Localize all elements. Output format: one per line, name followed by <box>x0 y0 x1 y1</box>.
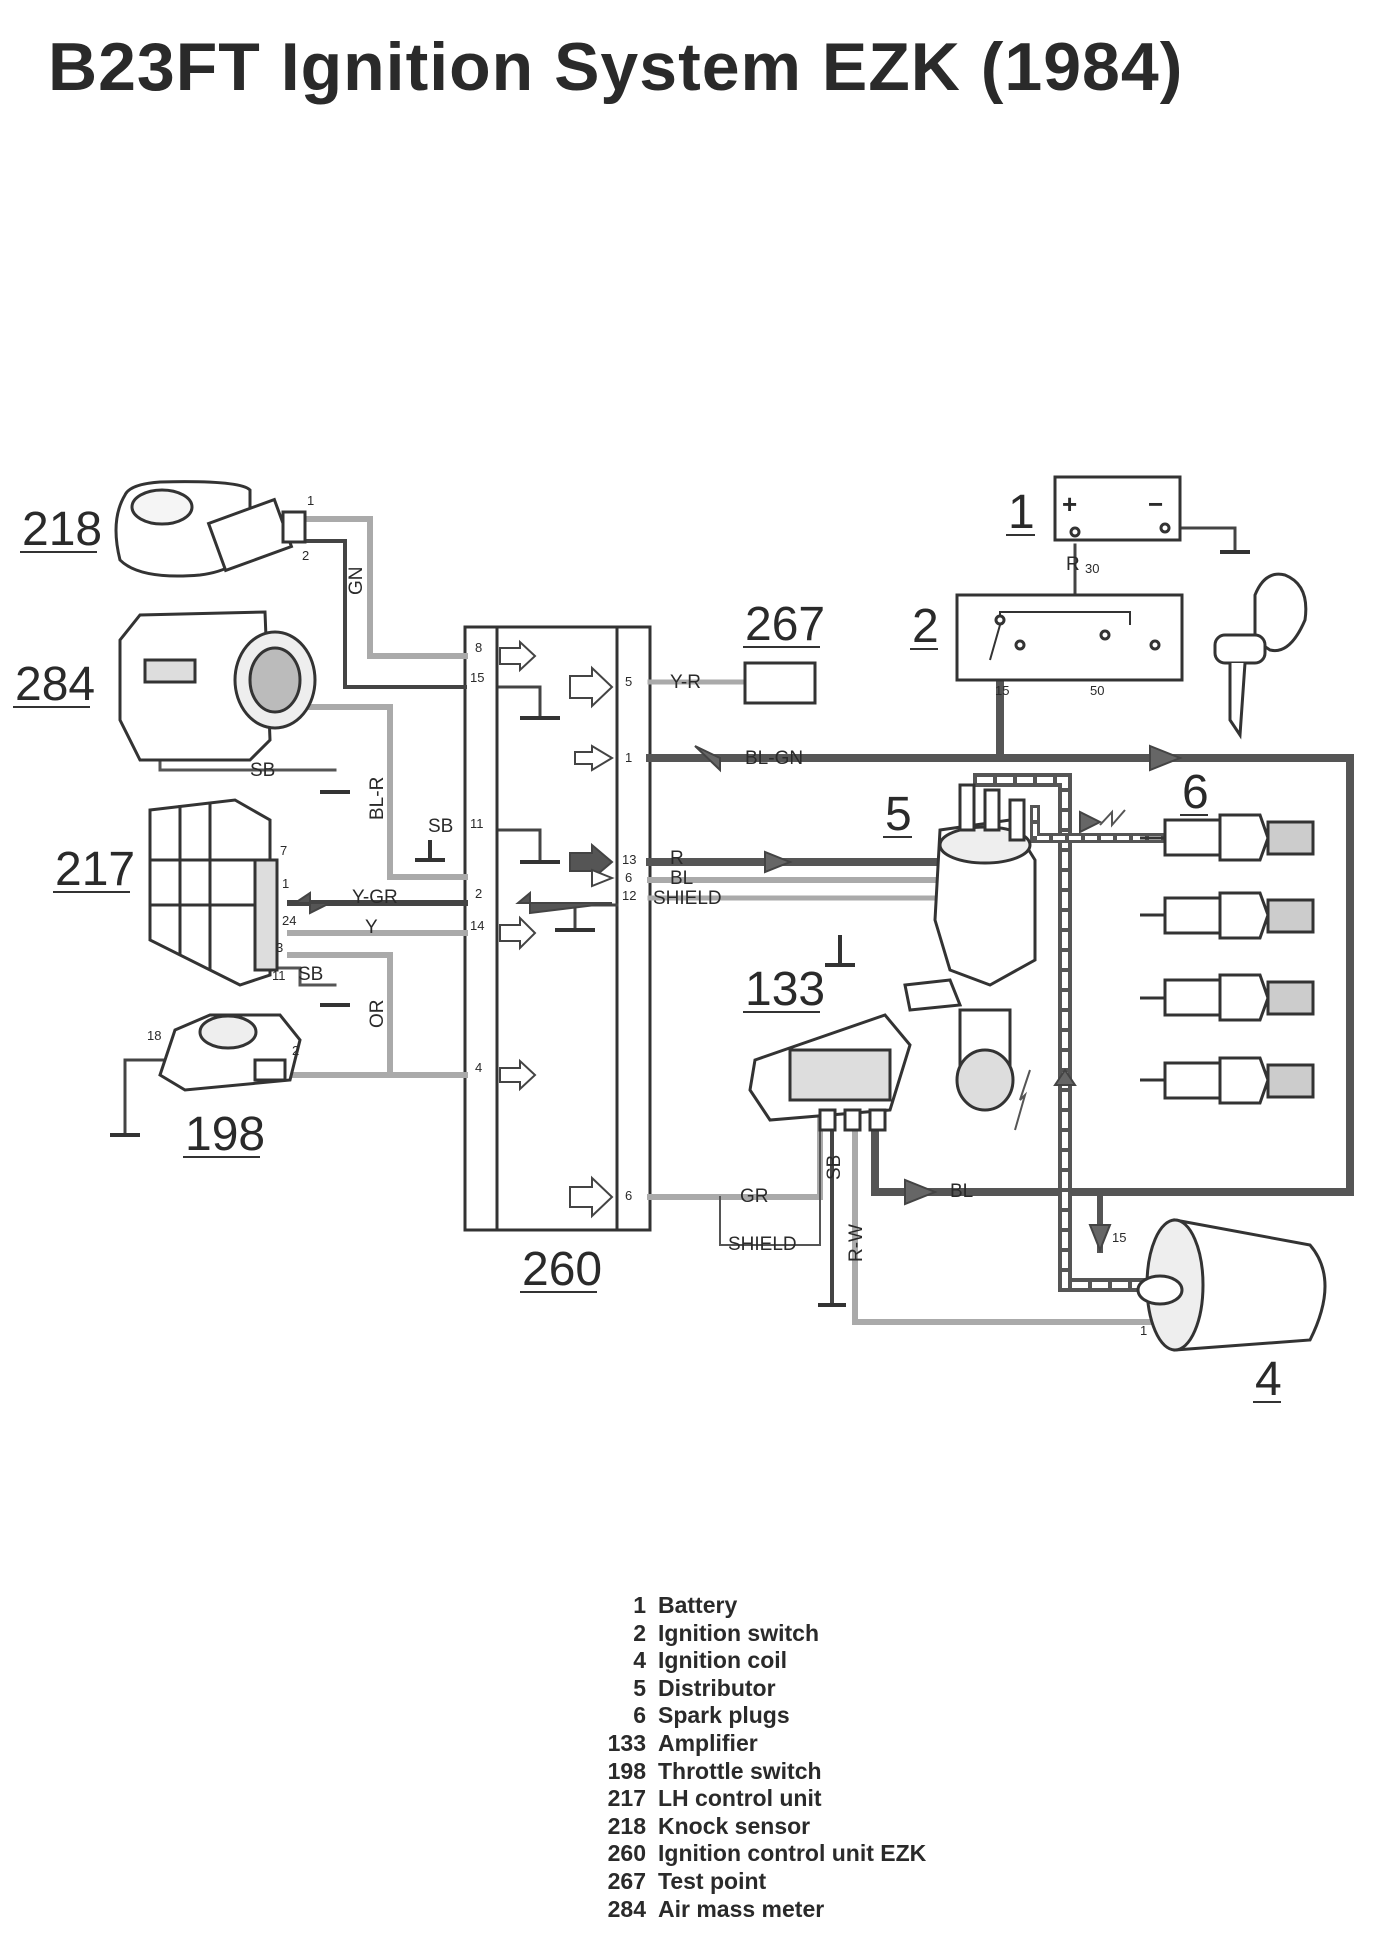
svg-text:30: 30 <box>1085 561 1099 576</box>
spark-symbols <box>1014 809 1126 1131</box>
ignition-key <box>1213 572 1308 740</box>
svg-text:1: 1 <box>1140 1323 1147 1338</box>
battery <box>1053 475 1182 542</box>
svg-text:15: 15 <box>1112 1230 1126 1245</box>
ignition-switch <box>955 593 1184 682</box>
spark-plug-4 <box>1140 1056 1315 1105</box>
svg-text:5: 5 <box>625 674 632 689</box>
svg-text:OR: OR <box>367 1000 388 1029</box>
component-numbers: 218 284 217 198 260 267 1 2 5 6 133 4 <box>15 486 1282 1406</box>
svg-text:13: 13 <box>622 852 636 867</box>
label-2: 2 <box>912 600 939 653</box>
svg-text:Y-GR: Y-GR <box>352 887 398 908</box>
svg-text:24: 24 <box>282 913 296 928</box>
svg-text:SB: SB <box>250 760 275 781</box>
label-267: 267 <box>745 598 825 651</box>
lh-control-unit <box>148 798 279 987</box>
label-5: 5 <box>885 788 912 841</box>
diagram-title: B23FT Ignition System EZK (1984) <box>48 29 1184 105</box>
signal-arrows <box>291 639 1183 1253</box>
ignition-coil <box>1136 1218 1327 1352</box>
label-4: 4 <box>1255 1353 1282 1406</box>
label-260: 260 <box>522 1243 602 1296</box>
svg-text:7: 7 <box>280 843 287 858</box>
svg-text:BL-R: BL-R <box>367 777 388 820</box>
label-1: 1 <box>1008 486 1035 539</box>
svg-text:GR: GR <box>740 1186 769 1207</box>
svg-text:50: 50 <box>1090 683 1104 698</box>
svg-text:11: 11 <box>272 968 286 983</box>
svg-text:SHIELD: SHIELD <box>728 1234 797 1255</box>
spark-plug-1 <box>1140 813 1315 862</box>
component-number-underlines <box>13 534 1281 1403</box>
label-6: 6 <box>1182 766 1209 819</box>
spark-plug-3 <box>1140 973 1315 1022</box>
knock-sensor <box>114 480 307 578</box>
svg-text:R: R <box>1066 554 1080 575</box>
distributor <box>903 783 1037 1112</box>
svg-text:4: 4 <box>475 1060 482 1075</box>
label-133: 133 <box>745 963 825 1016</box>
svg-text:R-W: R-W <box>846 1224 867 1262</box>
throttle-switch <box>158 1013 302 1092</box>
svg-text:12: 12 <box>622 888 636 903</box>
svg-text:2: 2 <box>292 1043 299 1058</box>
label-284: 284 <box>15 658 95 711</box>
test-point <box>743 661 817 705</box>
svg-text:SHIELD: SHIELD <box>653 888 722 909</box>
svg-text:3: 3 <box>276 940 283 955</box>
svg-text:15: 15 <box>995 683 1009 698</box>
amplifier <box>748 1013 912 1132</box>
svg-text:BL-GN: BL-GN <box>745 748 803 769</box>
svg-text:18: 18 <box>147 1028 161 1043</box>
svg-text:Y: Y <box>365 917 378 938</box>
spark-plug-2 <box>1140 891 1315 940</box>
svg-text:6: 6 <box>625 1188 632 1203</box>
wires <box>123 516 1354 1325</box>
svg-text:2: 2 <box>302 548 309 563</box>
svg-text:R: R <box>670 848 684 869</box>
svg-text:11: 11 <box>470 816 484 831</box>
svg-text:2: 2 <box>475 886 482 901</box>
svg-text:1: 1 <box>625 750 632 765</box>
svg-text:14: 14 <box>470 918 484 933</box>
spark-plugs <box>1140 813 1315 1105</box>
wire-labels: GN BL-R SB SB Y-GR Y SB OR Y-R BL-GN R B… <box>250 554 1080 1262</box>
svg-text:1: 1 <box>307 493 314 508</box>
battery-minus: − <box>1148 489 1163 519</box>
svg-text:6: 6 <box>625 870 632 885</box>
label-217: 217 <box>55 843 135 896</box>
svg-text:SB: SB <box>824 1155 845 1180</box>
ezk-control-unit <box>463 625 652 1232</box>
svg-text:GN: GN <box>346 567 367 596</box>
svg-text:8: 8 <box>475 640 482 655</box>
label-198: 198 <box>185 1108 265 1161</box>
battery-plus: + <box>1062 489 1077 519</box>
svg-text:15: 15 <box>470 670 484 685</box>
label-218: 218 <box>22 503 102 556</box>
ground-symbols <box>110 550 1250 1307</box>
svg-text:Y-R: Y-R <box>670 672 701 693</box>
pin-numbers: 1 2 8 15 11 2 14 4 5 1 13 6 12 6 7 1 24 … <box>147 493 1147 1338</box>
svg-text:BL: BL <box>670 868 693 889</box>
svg-text:SB: SB <box>298 964 323 985</box>
svg-text:SB: SB <box>428 816 453 837</box>
svg-text:1: 1 <box>282 876 289 891</box>
air-mass-meter <box>118 610 317 762</box>
svg-text:BL: BL <box>950 1181 973 1202</box>
